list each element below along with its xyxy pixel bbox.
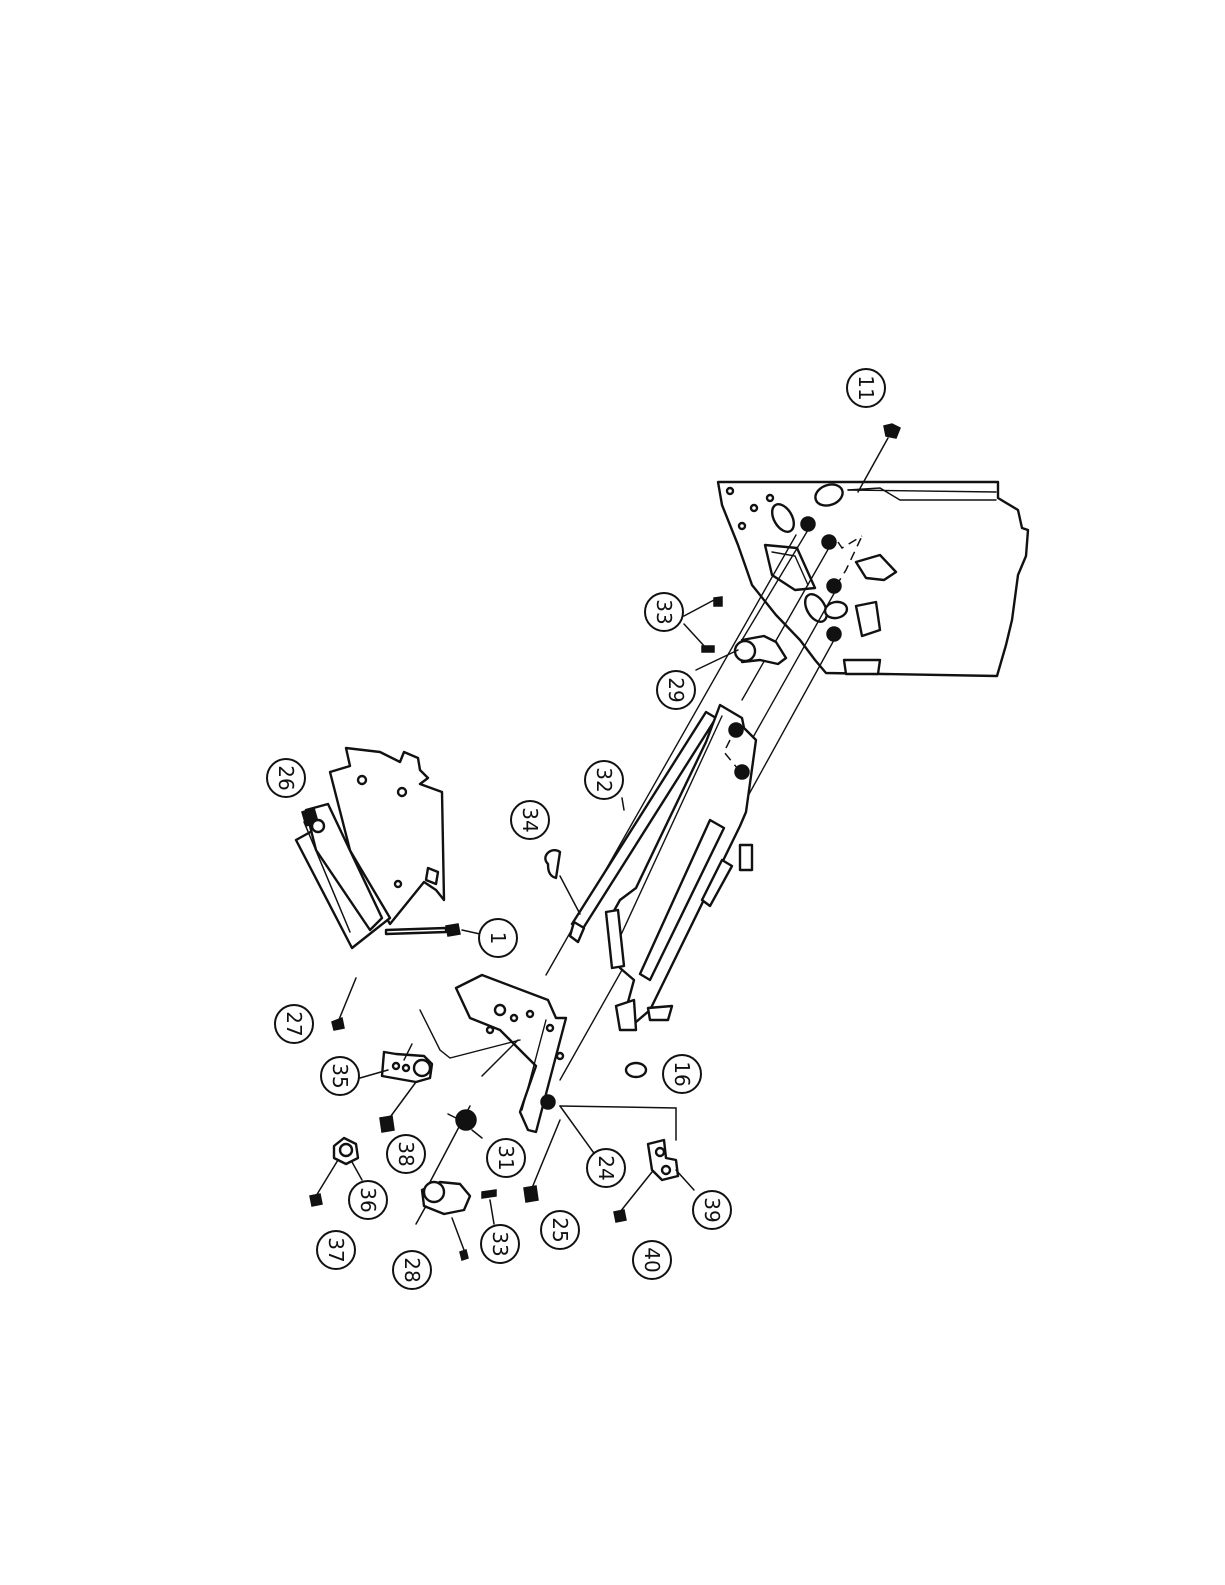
left-bracket-plate: [456, 975, 566, 1132]
callout-39: 39: [693, 1191, 731, 1229]
spring-33-upper: [684, 597, 722, 652]
callout-28: 28: [393, 1251, 431, 1289]
svg-text:39: 39: [700, 1197, 724, 1222]
callout-31: 31: [487, 1139, 525, 1177]
svg-text:1: 1: [486, 932, 510, 945]
svg-text:29: 29: [664, 677, 688, 702]
svg-text:35: 35: [328, 1063, 352, 1088]
screw-27: [332, 978, 356, 1030]
svg-text:27: 27: [282, 1011, 306, 1036]
washer-34: [545, 850, 580, 914]
callout-1: 1: [479, 919, 517, 957]
bracket-29: [696, 636, 786, 670]
svg-text:32: 32: [592, 767, 616, 792]
callout-33-lower: 33: [481, 1225, 519, 1263]
upper-left-bracket: [296, 748, 444, 948]
bracket-39: [648, 1140, 694, 1190]
screw-25: [524, 1120, 560, 1202]
nut-36: [334, 1138, 362, 1180]
callout-40: 40: [633, 1241, 671, 1279]
svg-text:24: 24: [594, 1155, 618, 1180]
callout-37: 37: [317, 1231, 355, 1269]
callout-36: 36: [349, 1181, 387, 1219]
svg-text:33: 33: [488, 1231, 512, 1256]
callout-24: 24: [587, 1149, 625, 1187]
svg-text:40: 40: [640, 1247, 664, 1272]
screw-1: [386, 924, 480, 936]
callout-29: 29: [657, 671, 695, 709]
pin-16: [626, 1063, 646, 1077]
svg-text:25: 25: [548, 1217, 572, 1242]
callout-38: 38: [387, 1135, 425, 1173]
svg-text:16: 16: [670, 1061, 694, 1086]
callout-26: 26: [267, 759, 305, 797]
svg-text:33: 33: [652, 599, 676, 624]
callout-34: 34: [511, 801, 549, 839]
svg-text:37: 37: [324, 1237, 348, 1262]
callout-25: 25: [541, 1211, 579, 1249]
svg-text:36: 36: [356, 1187, 380, 1212]
svg-text:26: 26: [274, 765, 298, 790]
svg-text:28: 28: [400, 1257, 424, 1282]
callout-32: 32: [585, 761, 623, 799]
svg-text:38: 38: [394, 1141, 418, 1166]
svg-text:11: 11: [854, 375, 878, 400]
callout-11: 11: [847, 369, 885, 407]
svg-text:34: 34: [518, 807, 542, 832]
callout-35: 35: [321, 1057, 359, 1095]
svg-text:31: 31: [494, 1145, 518, 1170]
plate-35: [360, 1044, 432, 1082]
screw-37: [310, 1160, 338, 1206]
callout-16: 16: [663, 1055, 701, 1093]
callout-27: 27: [275, 1005, 313, 1043]
callout-33-upper: 33: [645, 593, 683, 631]
